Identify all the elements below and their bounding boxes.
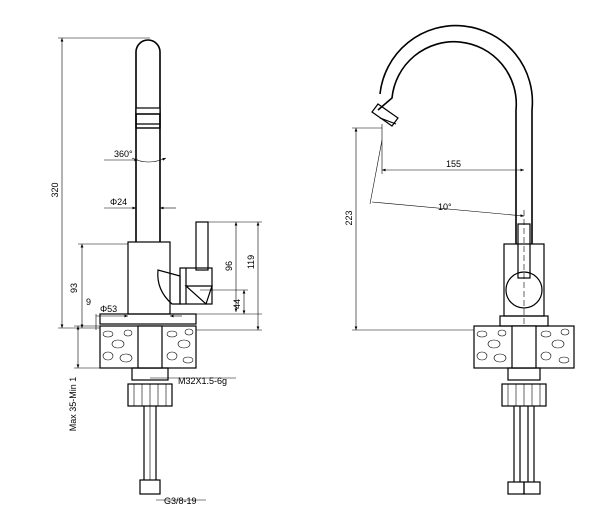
base-flange-side xyxy=(99,313,197,325)
label-side-height: 119 xyxy=(246,255,256,269)
aerator-side xyxy=(135,107,161,115)
label-spout-height: 223 xyxy=(344,210,354,225)
label-spout-reach: 155 xyxy=(446,159,461,169)
label-handle-height: 96 xyxy=(224,261,234,271)
label-pipe-diameter: Φ24 xyxy=(110,197,127,207)
dim-line-10deg xyxy=(371,201,525,218)
gooseneck-inner xyxy=(379,24,534,244)
label-lever-offset: 44 xyxy=(232,299,242,309)
label-base-diameter: Φ53 xyxy=(100,304,117,314)
spout-pipe-side xyxy=(135,39,161,242)
faucet-body-side xyxy=(127,241,171,315)
label-body-height: 93 xyxy=(69,283,79,293)
hose-connector-right-front xyxy=(523,481,541,495)
hose-connector-left-front xyxy=(507,481,525,495)
mounting-nut-side xyxy=(131,367,169,381)
label-height-total: 320 xyxy=(50,182,60,197)
rock-hatch-side xyxy=(102,328,194,364)
front-view: 223 155 10° xyxy=(344,24,575,495)
lever-handle-front xyxy=(517,223,531,279)
side-view: 320 360° Φ24 93 96 119 9 Φ53 44 Max 35-M… xyxy=(50,37,262,506)
rock-hatch-front xyxy=(476,328,570,364)
label-thread-hose: G3/8-19 xyxy=(164,496,197,506)
lever-handle-side xyxy=(195,221,209,271)
label-mount-range: Max 35-Min 1 xyxy=(68,377,78,432)
label-spout-angle: 10° xyxy=(438,202,452,212)
mounting-nut-front xyxy=(507,367,541,381)
label-thread-main: M32X1.5-6g xyxy=(178,376,227,386)
label-rotation: 360° xyxy=(114,149,133,159)
aerator-front xyxy=(371,103,399,127)
gooseneck-outer xyxy=(377,40,518,244)
hose-connector-side xyxy=(139,479,161,495)
angle-ref-line xyxy=(369,139,383,205)
cartridge-front xyxy=(505,271,543,309)
label-base-offset: 9 xyxy=(86,297,91,307)
cartridge-side xyxy=(157,269,181,305)
